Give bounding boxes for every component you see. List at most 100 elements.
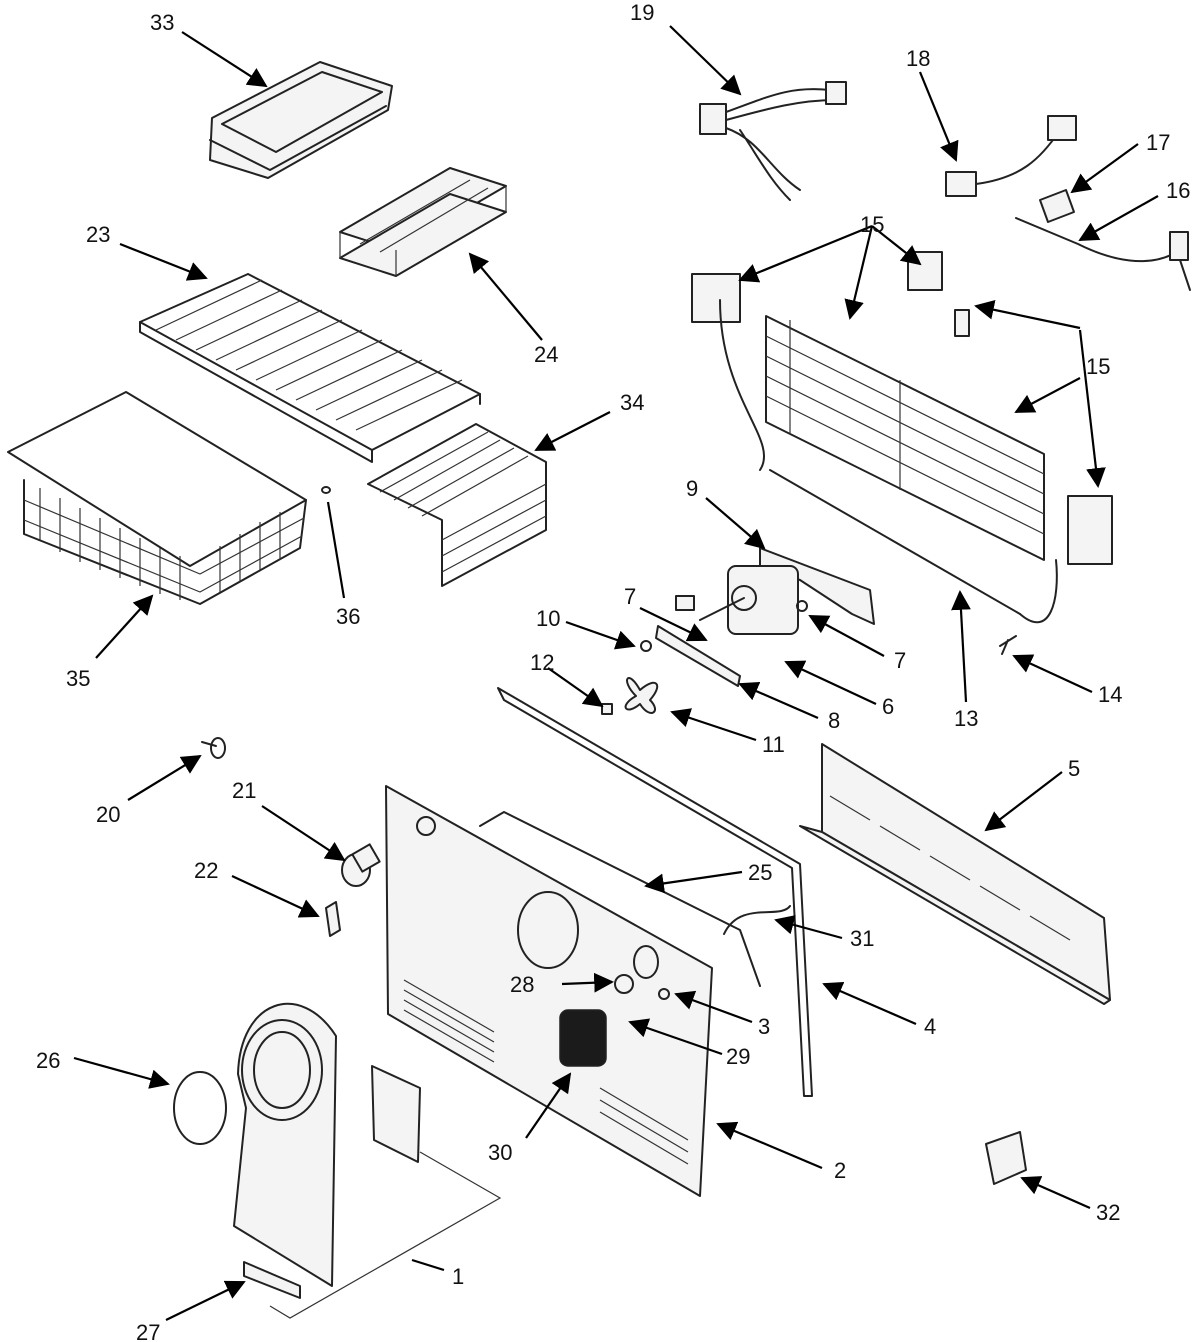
- leader-27: [165, 1280, 246, 1321]
- callout-32: 32: [1096, 1200, 1120, 1225]
- callout-6: 6: [882, 694, 894, 719]
- leader-36: [326, 501, 346, 599]
- ice-bin-part: [209, 61, 393, 179]
- leader-12: [547, 667, 604, 708]
- wire-harness-part: [699, 81, 847, 201]
- leader-7a: [639, 607, 708, 642]
- leader-5: [984, 771, 1063, 832]
- callout-11: 11: [762, 732, 785, 757]
- leader-lines: [73, 25, 1159, 1321]
- leader-9: [705, 497, 766, 550]
- shelf-clip-part: [321, 486, 331, 494]
- leader-11: [670, 708, 757, 742]
- defrost-heater-part: [719, 299, 1058, 624]
- callout-7b: 7: [894, 648, 906, 673]
- wire-rack-part: [367, 423, 547, 587]
- leader-25: [644, 870, 743, 894]
- callout-27: 27: [136, 1320, 160, 1342]
- sensor-harness-part: [945, 115, 1191, 291]
- callout-29: 29: [726, 1044, 750, 1069]
- callout-1: 1: [452, 1264, 464, 1289]
- leader-35: [95, 594, 154, 659]
- leader-13: [951, 590, 971, 703]
- callout-3: 3: [758, 1014, 770, 1039]
- callout-17: 17: [1146, 130, 1170, 155]
- leader-15a: [738, 224, 873, 283]
- callout-10: 10: [536, 606, 560, 631]
- access-panel-part: [385, 785, 791, 1197]
- leader-33: [181, 31, 268, 88]
- leader-15e: [1014, 377, 1081, 413]
- gasket-frame-part: [479, 687, 813, 1097]
- leader-29: [628, 1018, 723, 1056]
- leader-18: [918, 71, 959, 162]
- air-duct-part: [173, 1002, 502, 1319]
- callout-9: 9: [686, 476, 698, 501]
- leader-19: [669, 25, 742, 96]
- leader-14: [1012, 654, 1093, 693]
- leader-20: [127, 754, 202, 801]
- callout-33: 33: [150, 10, 174, 35]
- leader-8: [738, 682, 819, 720]
- wire-basket-part: [7, 391, 307, 605]
- callout-12: 12: [530, 650, 554, 675]
- leader-31: [774, 915, 843, 940]
- leader-4: [822, 982, 917, 1026]
- leader-3: [674, 990, 753, 1024]
- callout-30: 30: [488, 1140, 512, 1165]
- callout-labels: 33 19 18 17 16 23 15 24 15 34 9 7 36 10 …: [36, 0, 1190, 1342]
- callout-2: 2: [834, 1158, 846, 1183]
- leader-1: [411, 1258, 445, 1272]
- leader-30: [525, 1072, 572, 1139]
- callout-19: 19: [630, 0, 654, 25]
- fan-motor-assembly-part: [675, 547, 875, 635]
- leader-10: [565, 620, 636, 650]
- fan-blade-part: [601, 625, 741, 715]
- callout-15a: 15: [860, 212, 884, 237]
- callout-7a: 7: [624, 584, 636, 609]
- evaporator-coil-part: [691, 251, 1113, 565]
- callout-25: 25: [748, 860, 772, 885]
- callout-18: 18: [906, 46, 930, 71]
- leader-6: [784, 660, 877, 705]
- leader-2: [716, 1121, 823, 1170]
- leader-15f: [1078, 329, 1106, 488]
- leader-34: [534, 411, 611, 451]
- callout-4: 4: [924, 1014, 936, 1039]
- callout-13: 13: [954, 706, 978, 731]
- leader-15b: [871, 225, 922, 266]
- callout-14: 14: [1098, 682, 1122, 707]
- leader-22: [231, 875, 320, 918]
- small-fasteners-part: [201, 737, 381, 937]
- leader-32: [1020, 1176, 1091, 1210]
- leader-15d: [974, 300, 1081, 330]
- wire-shelf-part: [139, 273, 481, 463]
- callout-26: 26: [36, 1048, 60, 1073]
- callout-22: 22: [194, 858, 218, 883]
- rear-panel-part: [799, 743, 1111, 1005]
- callout-34: 34: [620, 390, 644, 415]
- callout-21: 21: [232, 778, 256, 803]
- leader-21: [261, 805, 346, 862]
- ice-trays-part: [339, 167, 507, 277]
- callout-36: 36: [336, 604, 360, 629]
- leader-17: [1070, 143, 1139, 194]
- callout-28: 28: [510, 972, 534, 997]
- callout-15b: 15: [1086, 354, 1110, 379]
- leader-24: [468, 252, 543, 341]
- leader-26: [73, 1056, 170, 1089]
- leader-15c: [844, 225, 874, 320]
- callout-23: 23: [86, 222, 110, 247]
- callout-24: 24: [534, 342, 558, 367]
- leader-16: [1078, 195, 1159, 241]
- control-switch-part: [985, 1131, 1027, 1185]
- callout-31: 31: [850, 926, 874, 951]
- leader-28: [561, 972, 614, 993]
- leader-23: [119, 242, 208, 281]
- callout-5: 5: [1068, 756, 1080, 781]
- callout-20: 20: [96, 802, 120, 827]
- leader-7b: [808, 615, 885, 657]
- callout-35: 35: [66, 666, 90, 691]
- callout-16: 16: [1166, 178, 1190, 203]
